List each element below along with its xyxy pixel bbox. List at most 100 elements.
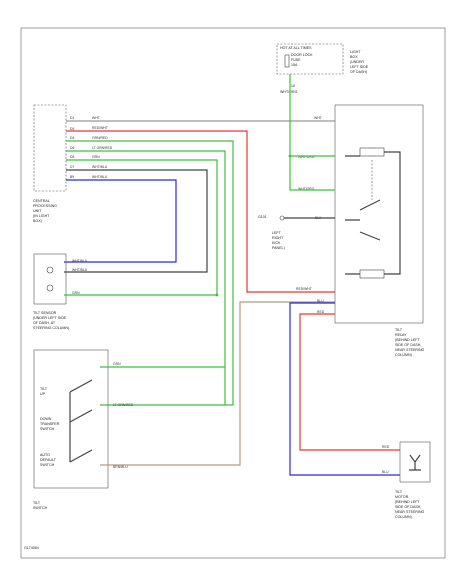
ground-label-3: KICK [272, 241, 281, 245]
ground-label-2: RIGHT [272, 236, 284, 240]
sensor-label-2: (UNDER LEFT SIDE [33, 316, 67, 320]
tilt-sensor-contact-2 [46, 284, 54, 292]
sensor-wire-2: WHT/BLU [72, 268, 88, 272]
motor-label-6: COLUMN) [395, 515, 412, 519]
fuse-wire-num: 10 [291, 84, 295, 88]
relay-wire-blu: BLU [317, 299, 324, 303]
light-box-2: BOX [350, 55, 358, 59]
switch-wire-brn: BRN/BLU [113, 465, 128, 469]
tilt-relay-box [334, 104, 424, 324]
cpu-pin-6: D7 [70, 165, 74, 169]
relay-coil-top [359, 147, 385, 157]
motor-label-5: NEAR STEERING [395, 510, 425, 514]
fuse-box [276, 43, 344, 75]
wire-cpu-ltgrnred [66, 150, 226, 405]
cpu-wire-6: WHT/BLU [92, 165, 108, 169]
ground-point [279, 215, 285, 221]
hot-line-1: HOT AT ALL TIMES [280, 46, 312, 50]
cpu-box [33, 104, 67, 192]
cpu-label-1: CENTRAL [33, 199, 50, 203]
relay-label-2: RELAY [395, 333, 407, 337]
ground-label-4: PANEL) [272, 246, 285, 250]
relay-coil-bottom [359, 269, 385, 279]
motor-icon [409, 454, 421, 471]
cpu-pin-5: D8 [70, 155, 74, 159]
footer-code: G174084 [24, 546, 39, 550]
switch-contact-auto [69, 449, 93, 463]
cpu-pin-2: D5 [70, 127, 74, 131]
motor-wire-red: RED [382, 445, 390, 449]
cpu-wire-2: RED/WHT [92, 126, 108, 130]
switch-pos-7: DEFAULT [40, 458, 57, 462]
cpu-label-4: (IN LIGHT [33, 214, 50, 218]
fuse-wire-color: WHT/ORG [280, 90, 298, 94]
relay-wire-b: WHT/ORG [298, 187, 315, 191]
relay-label-6: COLUMN) [395, 353, 412, 357]
switch-pos-6: AUTO [40, 453, 50, 457]
cpu-pin-1: D1 [70, 116, 74, 120]
relay-contacts [345, 151, 401, 275]
sensor-label-4: STEERING COLUMN) [33, 326, 69, 330]
motor-label-1: TILT [395, 490, 403, 494]
cpu-wire-7: WHT/BLU [92, 175, 108, 179]
cpu-pin-3: D4 [70, 136, 74, 140]
wire-cpu-whtblu-2 [64, 179, 177, 263]
switch-pos-4: TRANSFER [40, 422, 60, 426]
wire-relay-blu [289, 302, 400, 476]
tilt-sensor-box [33, 253, 67, 305]
wire-cpu-whtblu-1 [64, 169, 208, 273]
hot-line-4: 15A [291, 63, 298, 67]
diagram-frame [20, 27, 446, 559]
motor-wire-blu: BLU [382, 470, 389, 474]
wire-fuse-whtorg [289, 74, 335, 191]
switch-label-1: TILT [33, 501, 41, 505]
wire-relay-red [299, 313, 400, 451]
relay-wire-top: WHT [314, 116, 322, 120]
cpu-wire-3: GRN/RED [92, 136, 108, 140]
ground-tag: G101 [258, 215, 267, 219]
hot-line-3: FUSE [291, 58, 301, 62]
cpu-wire-4: LT GRN/RED [92, 146, 113, 150]
switch-label-2: SWITCH [33, 506, 48, 510]
tilt-switch-box [33, 349, 109, 489]
cpu-label-3: UNIT [33, 209, 42, 213]
fuse-icon [284, 54, 290, 68]
light-box-3: (UNDER [350, 60, 364, 64]
sensor-label-1: TILT SENSOR [33, 311, 57, 315]
cpu-pin-7: B9 [70, 175, 74, 179]
hot-line-2: DOOR LOCK [291, 53, 313, 57]
switch-wire-grn: GRN [113, 362, 121, 366]
sensor-label-3: OF DASH, AT [33, 321, 56, 325]
sensor-wire-grn: GRN [72, 291, 80, 295]
junction-whtorg [288, 154, 292, 158]
relay-label-4: SIDE OF DASH, [395, 343, 421, 347]
switch-pos-3: DOWN [40, 417, 52, 421]
switch-contact-down [69, 409, 93, 423]
switch-contact-up [69, 379, 93, 393]
ground-label-1: LEFT [272, 231, 282, 235]
motor-label-4: SIDE OF DASH, [395, 505, 421, 509]
motor-label-2: MOTOR [395, 495, 409, 499]
relay-wire-red: RED [317, 310, 325, 314]
wire-cpu-grn [66, 159, 218, 295]
cpu-label-2: PROCESSING [33, 204, 57, 208]
wire-cpu-grnred [66, 140, 234, 406]
relay-label-3: (BEHIND LEFT [395, 338, 420, 342]
switch-pos-8: SWITCH [40, 463, 55, 467]
switch-wire-ltgrn: LT GRN/RED [113, 403, 134, 407]
switch-pos-2: UP [40, 392, 46, 396]
switch-pos-1: TILT [40, 387, 48, 391]
wire-cpu-redwht [66, 130, 335, 293]
cpu-pin-4: D6 [70, 146, 74, 150]
tilt-motor-box [399, 441, 431, 483]
light-box-4: LEFT SIDE [350, 65, 369, 69]
relay-wire-redwht: RED/WHT [296, 287, 312, 291]
sensor-wire-1: WHT/BLU [72, 259, 88, 263]
junction-sensor-grn [215, 293, 219, 297]
cpu-wire-1: WHT [92, 116, 100, 120]
switch-pos-5: SWITCH [40, 427, 55, 431]
light-box-5: OF DASH) [350, 70, 367, 74]
relay-label-5: NEAR STEERING [395, 348, 425, 352]
relay-wire-a: WHT/ORG [298, 155, 315, 159]
